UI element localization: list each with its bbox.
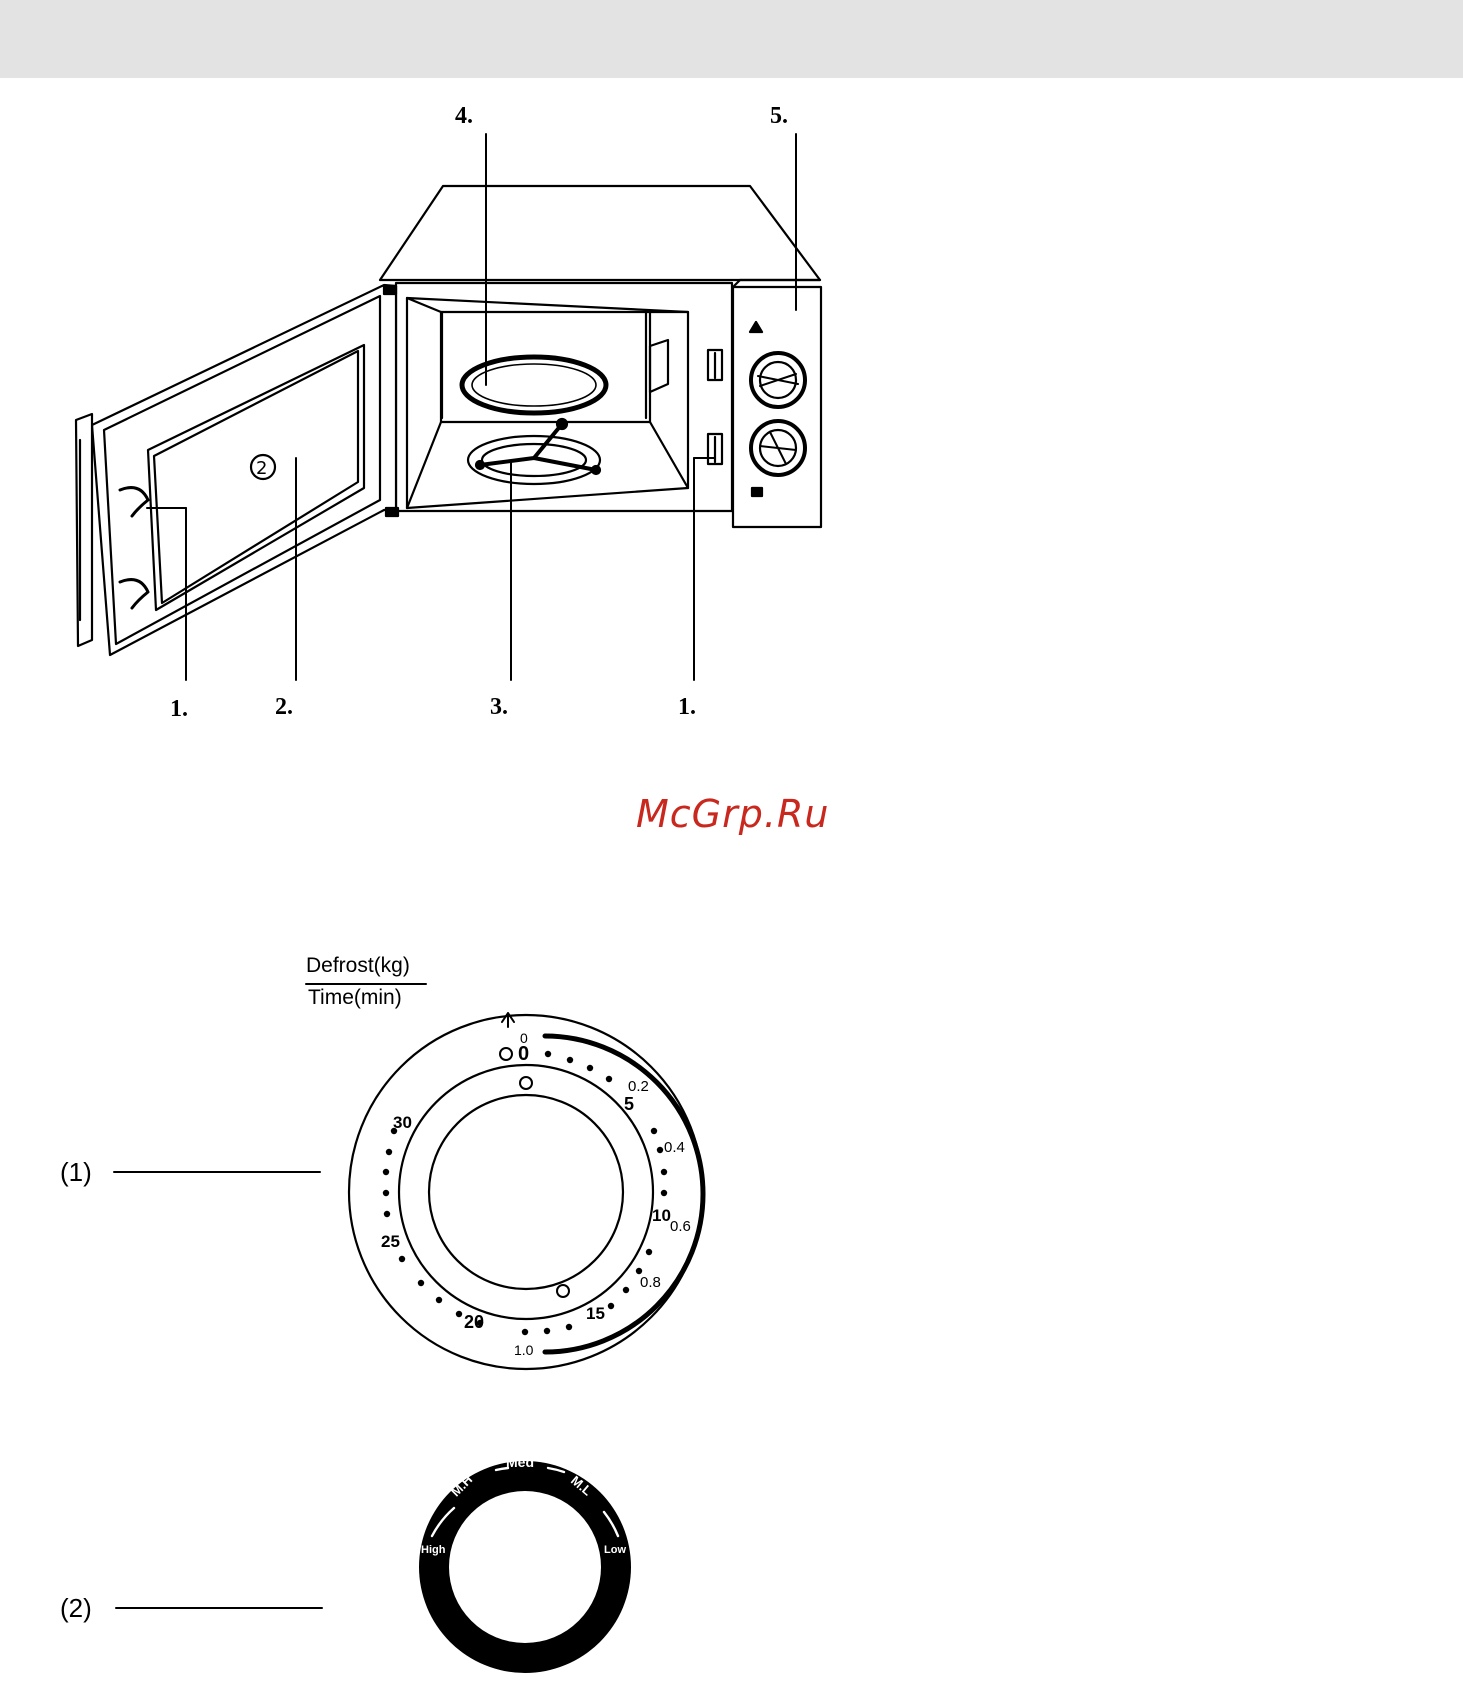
power-level-med: Med (506, 1448, 534, 1476)
roller-ring (462, 357, 606, 413)
oven-body (380, 186, 821, 527)
defrost-mark-0-2: 0.2 (628, 1073, 649, 1101)
power-dial (419, 1461, 631, 1673)
timer-dial (306, 984, 703, 1369)
dial-header-time: Time(min) (308, 984, 402, 1012)
dial-pointer-label-1: (1) (60, 1158, 92, 1186)
power-level-high: High (421, 1536, 445, 1564)
time-mark-25: 25 (381, 1228, 400, 1256)
svg-text:2: 2 (256, 458, 267, 479)
callout-door-latch-right: 1. (678, 695, 696, 719)
power-level-low: Low (604, 1536, 626, 1564)
dial-header-defrost: Defrost(kg) (306, 952, 410, 980)
time-mark-10: 10 (652, 1202, 671, 1230)
defrost-mark-0: 0 (520, 1024, 528, 1052)
callout-control-panel: 5. (770, 104, 788, 128)
callout-roller-ring: 4. (455, 104, 473, 128)
defrost-mark-1-0: 1.0 (514, 1336, 533, 1364)
oven-door: 2 (76, 285, 398, 655)
time-mark-30: 30 (393, 1109, 412, 1137)
defrost-mark-0-8: 0.8 (640, 1269, 661, 1297)
callout-turntable: 3. (490, 695, 508, 719)
callout-door-window: 2. (275, 695, 293, 719)
dial-pointer-label-2: (2) (60, 1594, 92, 1622)
watermark: McGrp.Ru (636, 792, 829, 836)
defrost-mark-0-6: 0.6 (670, 1213, 691, 1241)
time-mark-20: 20 (464, 1308, 484, 1336)
callout-door-latch-left: 1. (170, 697, 188, 721)
defrost-mark-0-4: 0.4 (664, 1134, 685, 1162)
time-mark-15: 15 (586, 1300, 605, 1328)
